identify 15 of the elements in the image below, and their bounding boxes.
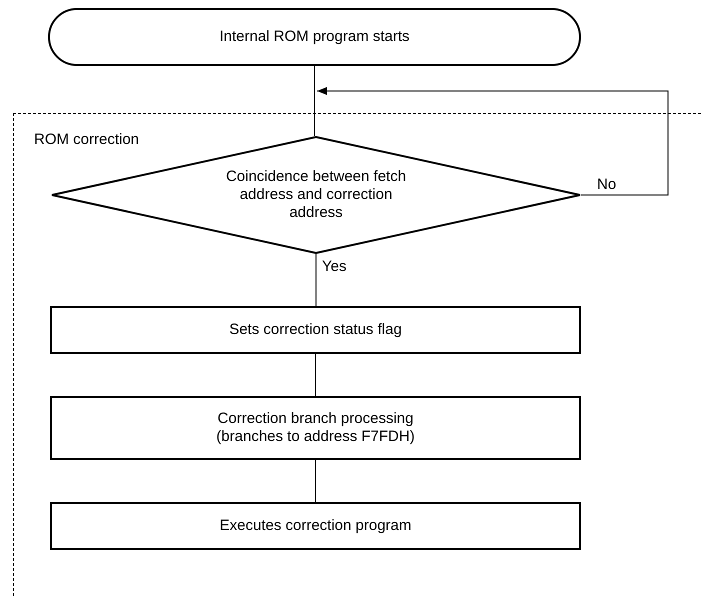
dashed-region [13,113,701,596]
process-box [50,396,581,460]
process-box [50,306,581,354]
connector [314,66,315,136]
node-text: Sets correction status flag [229,320,402,340]
node-text: Correction branch processing (branches to address F7FDH) [215,410,416,446]
process-box [50,502,581,550]
region-heading: ROM correction [34,131,140,150]
connector [316,87,668,196]
connector [315,460,316,502]
node-text: Internal ROM program starts [219,28,410,46]
node-text: Executes correction program [220,516,412,536]
connector [315,354,316,396]
node-text: Coincidence between fetch address and correction address [224,168,408,222]
start-terminal [48,8,581,66]
